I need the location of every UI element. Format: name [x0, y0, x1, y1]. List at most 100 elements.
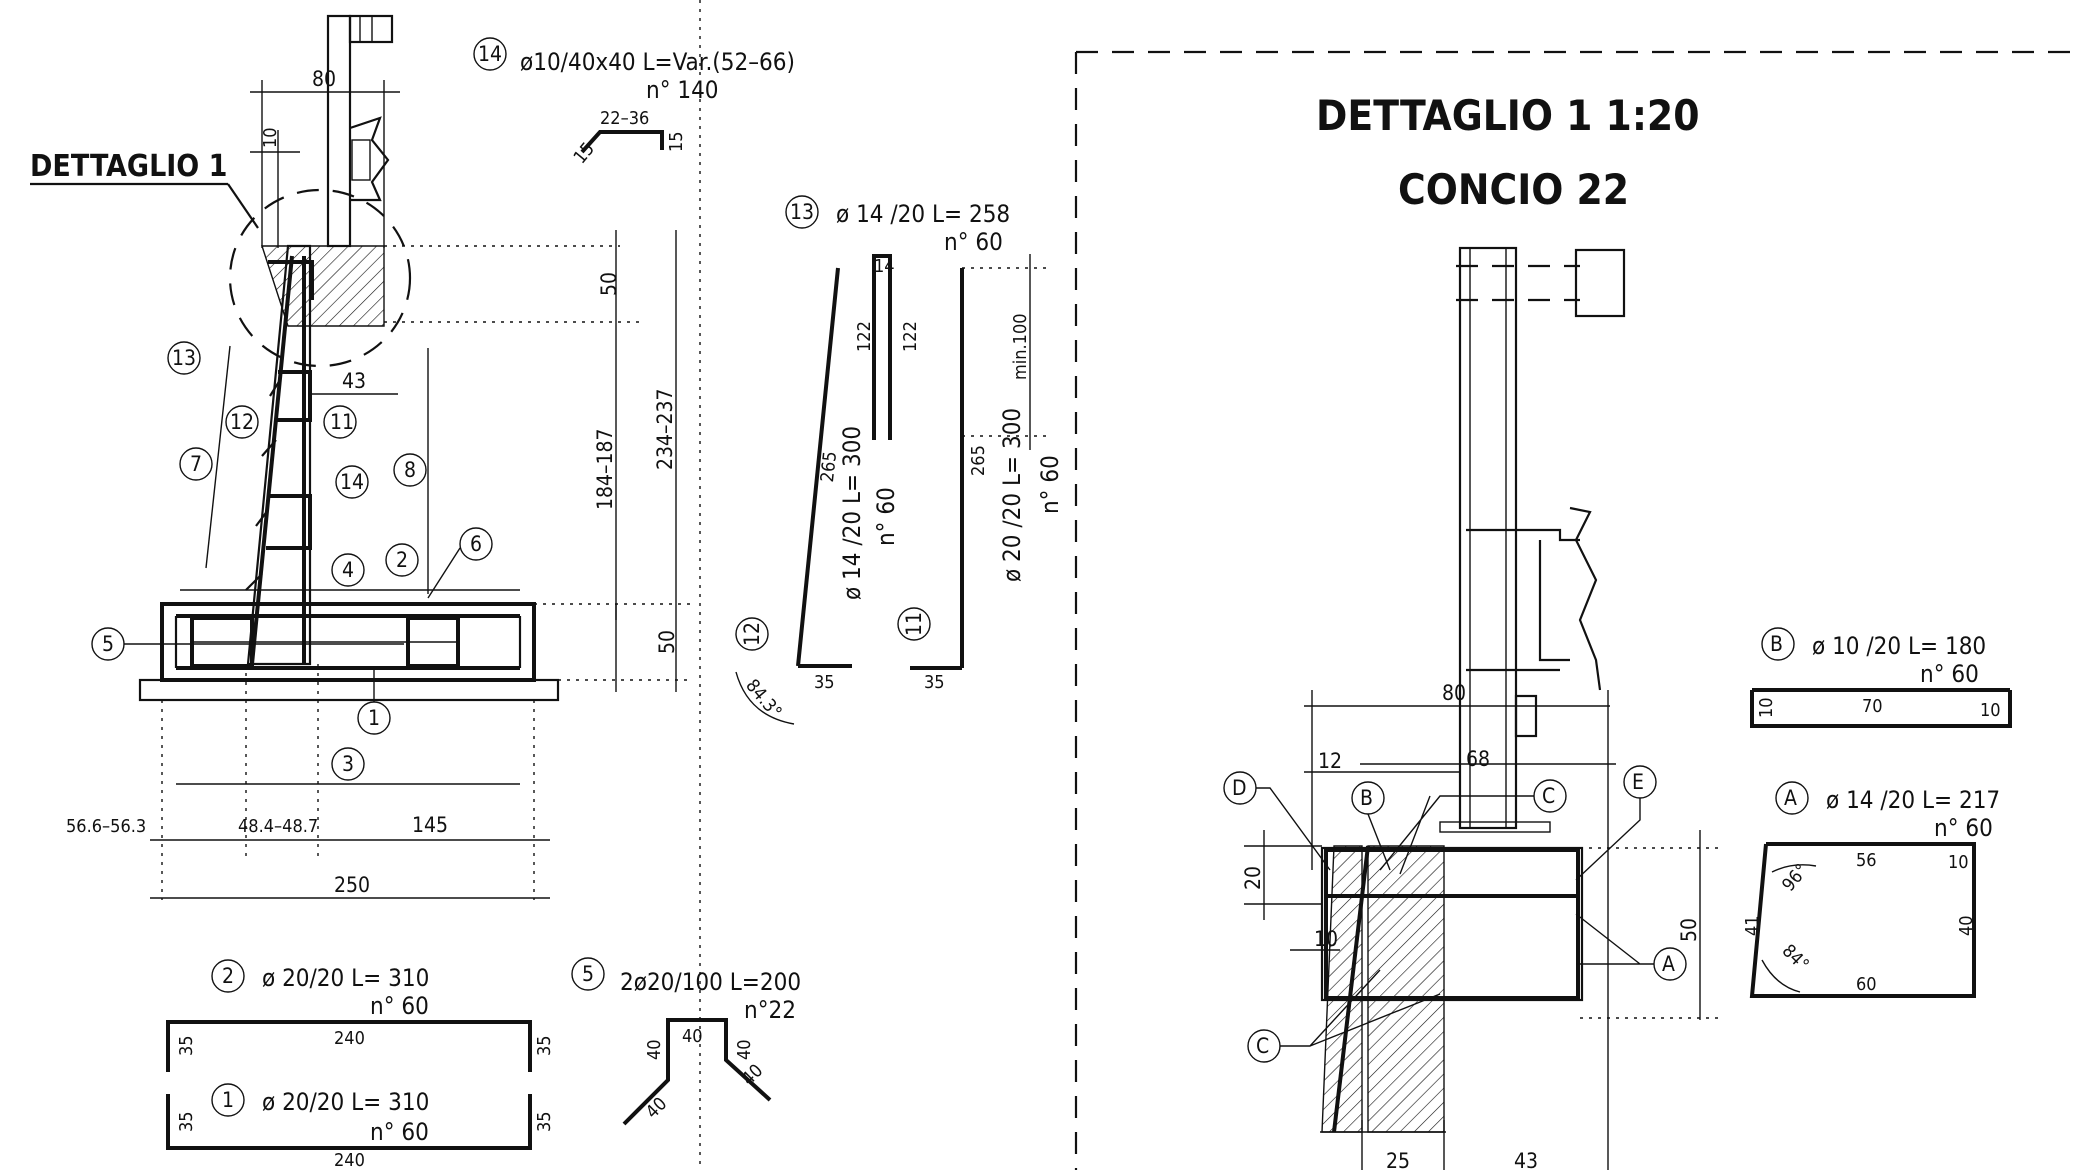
mark-6: 6 [470, 532, 482, 556]
svg-text:10: 10 [1314, 927, 1338, 951]
mark-4: 4 [342, 558, 354, 582]
cross-section: DETTAGLIO 1 80 [30, 14, 690, 900]
svg-text:240: 240 [334, 1150, 365, 1170]
svg-text:40: 40 [682, 1026, 703, 1047]
svg-text:A: A [1784, 786, 1797, 810]
blinding [138, 678, 560, 702]
svg-text:n° 60: n° 60 [370, 1118, 429, 1146]
svg-text:122: 122 [854, 321, 875, 352]
svg-text:min.100: min.100 [1010, 313, 1031, 380]
dim-43: 43 [342, 369, 366, 393]
post-head [348, 14, 394, 44]
bar-13: 13 ø 14 /20 L= 258 n° 60 14 122 122 min.… [699, 0, 1050, 1170]
callout-title: DETTAGLIO 1 [30, 149, 227, 184]
svg-text:5: 5 [582, 962, 594, 986]
svg-text:14: 14 [874, 256, 895, 277]
svg-text:C: C [1542, 784, 1555, 808]
dim-184-187: 184–187 [593, 428, 617, 510]
svg-text:40: 40 [644, 1039, 665, 1060]
svg-text:43: 43 [1514, 1149, 1538, 1170]
mark-5: 5 [102, 632, 114, 656]
dim-234-237: 234–237 [653, 388, 677, 470]
detail-circle [228, 188, 412, 368]
dim-48: 48.4–48.7 [238, 816, 318, 837]
svg-text:35: 35 [924, 672, 945, 693]
svg-text:n° 60: n° 60 [1036, 455, 1064, 514]
bar-5: 5 2ø20/100 L=200 n°22 40 40 40 40 40 [571, 957, 801, 1126]
svg-text:n°22: n°22 [744, 996, 796, 1024]
svg-text:22–36: 22–36 [600, 108, 649, 129]
svg-text:10: 10 [1756, 697, 1777, 718]
svg-text:60: 60 [1856, 974, 1877, 995]
svg-text:ø 10 /20 L= 180: ø 10 /20 L= 180 [1812, 632, 1986, 660]
guardrail-profile [349, 116, 390, 202]
mark-13: 13 [172, 346, 196, 370]
svg-text:35: 35 [534, 1035, 555, 1056]
detail-subtitle: CONCIO 22 [1398, 165, 1629, 214]
svg-text:2: 2 [222, 964, 234, 988]
mark-11: 11 [330, 410, 354, 434]
svg-text:25: 25 [1386, 1149, 1410, 1170]
svg-text:84.3°: 84.3° [741, 675, 785, 722]
mark-12: 12 [230, 410, 254, 434]
wall-cap [261, 245, 385, 327]
bar-11: 11 ø 20 /20 L= 300 n° 60 35 [897, 408, 1064, 693]
dim-10: 10 [260, 127, 281, 148]
svg-text:35: 35 [534, 1111, 555, 1132]
mark-7: 7 [190, 452, 202, 476]
bar-2: 2 ø 20/20 L= 310 n° 60 240 35 35 [166, 959, 555, 1072]
svg-text:2ø20/100 L=200: 2ø20/100 L=200 [620, 968, 801, 996]
svg-text:84°: 84° [1778, 940, 1813, 975]
svg-text:240: 240 [334, 1028, 365, 1049]
svg-text:ø 14 /20 L= 300: ø 14 /20 L= 300 [838, 426, 866, 600]
svg-text:ø 20/20 L= 310: ø 20/20 L= 310 [262, 964, 429, 992]
svg-text:12: 12 [740, 622, 764, 646]
svg-text:ø 20/20 L= 310: ø 20/20 L= 310 [262, 1088, 429, 1116]
svg-text:265: 265 [968, 445, 989, 476]
mark-2: 2 [396, 548, 408, 572]
svg-text:11: 11 [902, 612, 926, 636]
svg-text:80: 80 [1442, 681, 1466, 705]
mark-8: 8 [404, 458, 416, 482]
svg-text:68: 68 [1466, 747, 1490, 771]
svg-text:50: 50 [1677, 918, 1701, 942]
svg-text:n° 60: n° 60 [872, 487, 900, 546]
mark-3: 3 [342, 752, 354, 776]
svg-text:ø10/40x40 L=Var.(52–66): ø10/40x40 L=Var.(52–66) [520, 48, 795, 76]
svg-text:14: 14 [478, 42, 502, 66]
svg-text:B: B [1770, 632, 1783, 656]
dim-145: 145 [412, 813, 448, 837]
svg-text:40: 40 [642, 1093, 671, 1122]
svg-text:40: 40 [738, 1060, 767, 1089]
bar-14: 14 ø10/40x40 L=Var.(52–66) n° 140 22–36 … [473, 37, 795, 168]
svg-text:56: 56 [1856, 850, 1877, 871]
svg-text:265: 265 [817, 450, 841, 483]
svg-text:40: 40 [734, 1039, 755, 1060]
svg-text:ø 20 /20 L= 300: ø 20 /20 L= 300 [998, 408, 1026, 582]
svg-text:A: A [1662, 952, 1675, 976]
bar-1: 1 ø 20/20 L= 310 n° 60 240 35 35 [166, 1083, 555, 1170]
dim-56: 56.6–56.3 [66, 816, 146, 837]
detail-panel: DETTAGLIO 1 1:20 CONCIO 22 [1074, 50, 2084, 1170]
svg-text:1: 1 [222, 1088, 234, 1112]
svg-text:70: 70 [1862, 696, 1883, 717]
svg-text:n° 60: n° 60 [1934, 814, 1993, 842]
svg-text:E: E [1632, 770, 1644, 794]
svg-text:10: 10 [1948, 852, 1969, 873]
svg-text:D: D [1232, 776, 1247, 800]
svg-text:15: 15 [570, 139, 599, 168]
svg-text:15: 15 [666, 131, 687, 152]
svg-text:12: 12 [1318, 749, 1342, 773]
svg-text:20: 20 [1241, 866, 1265, 890]
svg-text:35: 35 [814, 672, 835, 693]
svg-text:n° 60: n° 60 [944, 228, 1003, 256]
svg-text:122: 122 [900, 321, 921, 352]
svg-text:n° 60: n° 60 [370, 992, 429, 1020]
svg-text:C: C [1256, 1034, 1269, 1058]
svg-text:35: 35 [176, 1035, 197, 1056]
svg-text:B: B [1360, 786, 1373, 810]
post [326, 14, 352, 248]
section-marks: 13 12 11 14 7 8 4 2 6 5 1 3 [91, 341, 493, 781]
svg-text:35: 35 [176, 1111, 197, 1132]
